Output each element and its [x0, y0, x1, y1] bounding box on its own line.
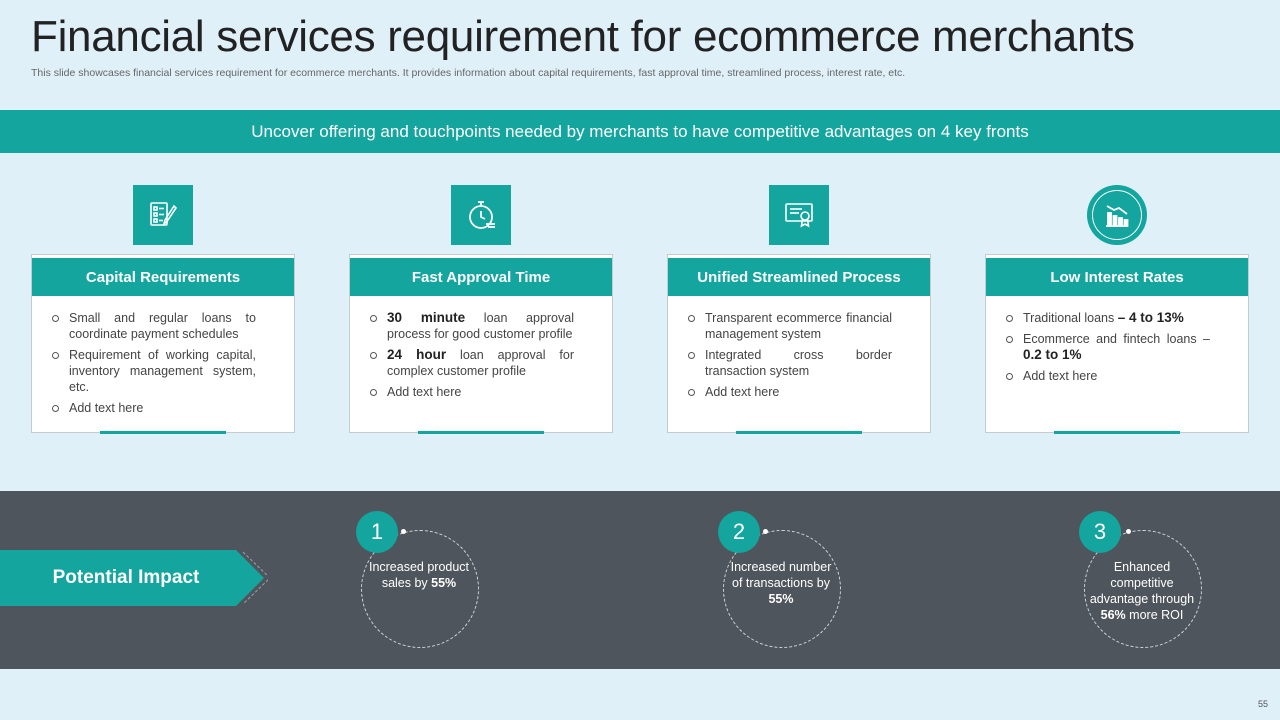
card-low-interest-rates: Low Interest Rates Traditional loans – 4… [985, 254, 1249, 434]
ring-dot [763, 529, 768, 534]
list-item: Add text here [1006, 368, 1210, 384]
impact-text: Increased product sales by 55% [368, 560, 470, 590]
key-fronts-banner: Uncover offering and touchpoints needed … [0, 110, 1280, 153]
card-accent-line [736, 431, 862, 434]
list-item: Add text here [688, 384, 892, 400]
list-item: Add text here [370, 384, 574, 400]
card-list: 30 minute loan approval process for good… [350, 296, 612, 400]
card-heading: Unified Streamlined Process [668, 258, 930, 296]
list-item: 24 hour loan approval for complex custom… [370, 347, 574, 378]
ring-dot [401, 529, 406, 534]
falling-chart-icon [1087, 185, 1147, 245]
card-unified-streamlined-process: Unified Streamlined Process Transparent … [667, 254, 931, 434]
card-accent-line [1054, 431, 1180, 434]
impact-number-badge: 2 [718, 511, 760, 553]
list-item: Add text here [52, 400, 256, 416]
impact-number-badge: 3 [1079, 511, 1121, 553]
slide-subtitle: This slide showcases financial services … [31, 67, 906, 79]
potential-impact-label: Potential Impact [52, 567, 200, 588]
list-item: Small and regular loans to coordinate pa… [52, 311, 256, 341]
impact-arrow-shape [0, 550, 268, 606]
card-list: Traditional loans – 4 to 13% Ecommerce a… [986, 296, 1248, 384]
impact-number-badge: 1 [356, 511, 398, 553]
card-heading: Low Interest Rates [986, 258, 1248, 296]
impact-ring [1084, 530, 1202, 648]
impact-ring [723, 530, 841, 648]
certificate-icon [769, 185, 829, 245]
slide-title: Financial services requirement for ecomm… [31, 12, 1135, 61]
list-item: Transparent ecommerce financial manageme… [688, 311, 892, 341]
list-item: Ecommerce and fintech loans – 0.2 to 1% [1006, 332, 1210, 362]
impact-text: Enhanced competitive advantage through 5… [1089, 560, 1195, 622]
card-capital-requirements: Capital Requirements Small and regular l… [31, 254, 295, 434]
card-heading: Capital Requirements [32, 258, 294, 296]
page-number: 55 [1257, 699, 1268, 709]
impact-ring [361, 530, 479, 648]
card-accent-line [418, 431, 544, 434]
list-item: 30 minute loan approval process for good… [370, 310, 574, 341]
ring-dot [1126, 529, 1131, 534]
stopwatch-icon [451, 185, 511, 245]
card-list: Transparent ecommerce financial manageme… [668, 296, 930, 400]
impact-text: Increased number of transactions by 55% [730, 560, 832, 606]
card-heading: Fast Approval Time [350, 258, 612, 296]
list-item: Traditional loans – 4 to 13% [1006, 310, 1210, 326]
card-accent-line [100, 431, 226, 434]
checklist-pen-icon [133, 185, 193, 245]
list-item: Integrated cross border transaction syst… [688, 348, 892, 378]
card-list: Small and regular loans to coordinate pa… [32, 296, 294, 416]
card-fast-approval-time: Fast Approval Time 30 minute loan approv… [349, 254, 613, 434]
list-item: Requirement of working capital, inventor… [52, 348, 256, 394]
